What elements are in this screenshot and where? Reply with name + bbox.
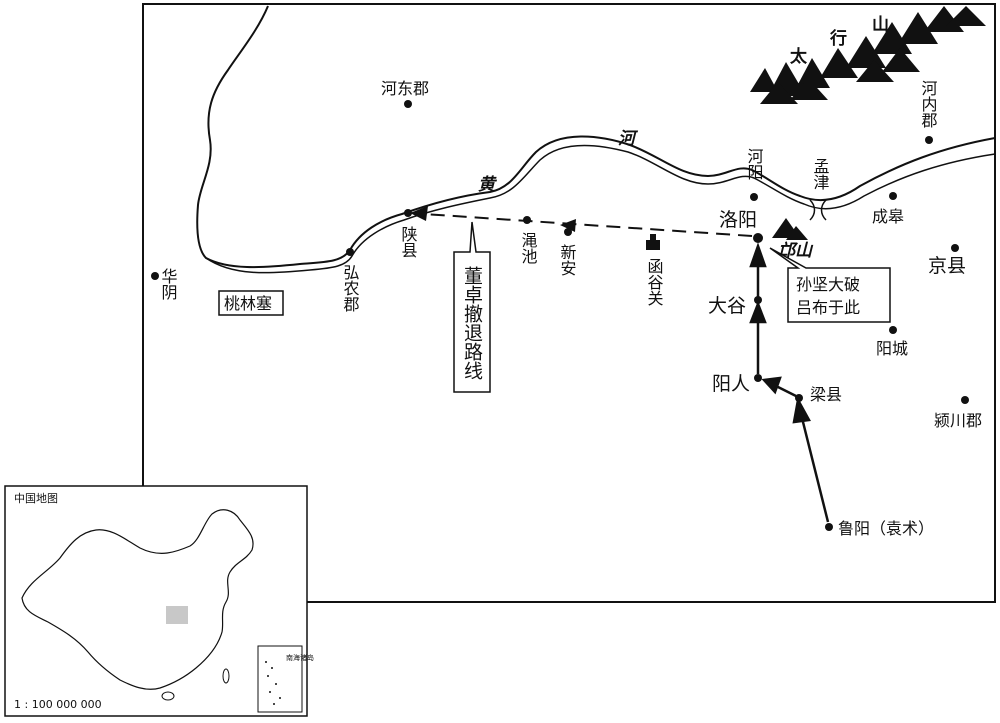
label-hanguguan: 函谷关 [645, 258, 664, 306]
inset-title: 中国地图 [14, 492, 58, 505]
inset-china-map: 中国地图 南海诸岛 1 : 100 000 000 [4, 485, 314, 717]
river-label-he: 河 [618, 129, 639, 149]
south-sea-inset [257, 645, 303, 713]
taihang-mountains [750, 6, 986, 104]
china-outline [21, 509, 254, 690]
label-dongzhuo-retreat: 董卓撤退路线 [461, 266, 483, 380]
taolinsai-box [218, 290, 284, 316]
dongzhuo-retreat-route [410, 206, 753, 237]
label-henei: 河内郡 [919, 80, 938, 128]
south-sea-label: 南海诸岛 [286, 653, 314, 662]
taihang-label-2: 行 [829, 28, 847, 49]
label-jingxian: 京县 [928, 255, 966, 277]
mangshan-label: 邙山 [778, 241, 814, 261]
label-yangren: 阳人 [712, 373, 750, 395]
label-xinan: 新安 [558, 244, 577, 276]
yellow-river [196, 5, 996, 269]
label-liangxian: 梁县 [810, 385, 842, 404]
label-sunjian-line2: 吕布于此 [796, 298, 860, 317]
taiwan-island [222, 668, 230, 684]
hanguguan-pass-icon [646, 234, 660, 250]
label-sunjian-line1: 孙坚大破 [796, 275, 860, 294]
label-heyang: 河阳 [745, 148, 764, 180]
taihang-label-1: 太 [790, 46, 808, 67]
retreat-arrow-mid [560, 219, 576, 232]
label-mianchi: 渑池 [519, 232, 538, 264]
sunjian-advance-route [749, 242, 830, 523]
hainan-island [161, 691, 175, 701]
label-mengjin: 孟津 [811, 158, 830, 190]
dongzhuo-callout: 董卓撤退路线 [453, 221, 491, 393]
yellow-river-south-bank [205, 144, 996, 274]
south-sea-islands [265, 661, 281, 705]
label-shanxian: 陕县 [399, 226, 418, 258]
label-hongnong: 弘农郡 [341, 264, 360, 312]
place-dots [151, 100, 969, 531]
label-luoyang: 洛阳 [719, 209, 757, 231]
label-yangcheng: 阳城 [876, 339, 908, 358]
taihang-label-3: 山 [872, 15, 889, 35]
river-label-huang: 黄 [478, 175, 498, 195]
label-chenggao: 成皋 [872, 207, 904, 226]
label-hedong: 河东郡 [381, 79, 429, 98]
label-dagu: 大谷 [708, 295, 746, 317]
inset-highlight-area [166, 606, 188, 624]
label-yingchuan: 颍川郡 [934, 411, 982, 430]
label-huayin: 华阴 [159, 268, 178, 301]
mengjin-ford-icon [809, 199, 827, 221]
label-luyang: 鲁阳（袁术） [838, 519, 934, 538]
label-taolinsai: 桃林塞 [224, 294, 272, 313]
inset-scale: 1 : 100 000 000 [14, 698, 102, 711]
mangshan-mountain [772, 218, 808, 240]
sunjian-callout: 孙坚大破 吕布于此 [769, 247, 891, 323]
